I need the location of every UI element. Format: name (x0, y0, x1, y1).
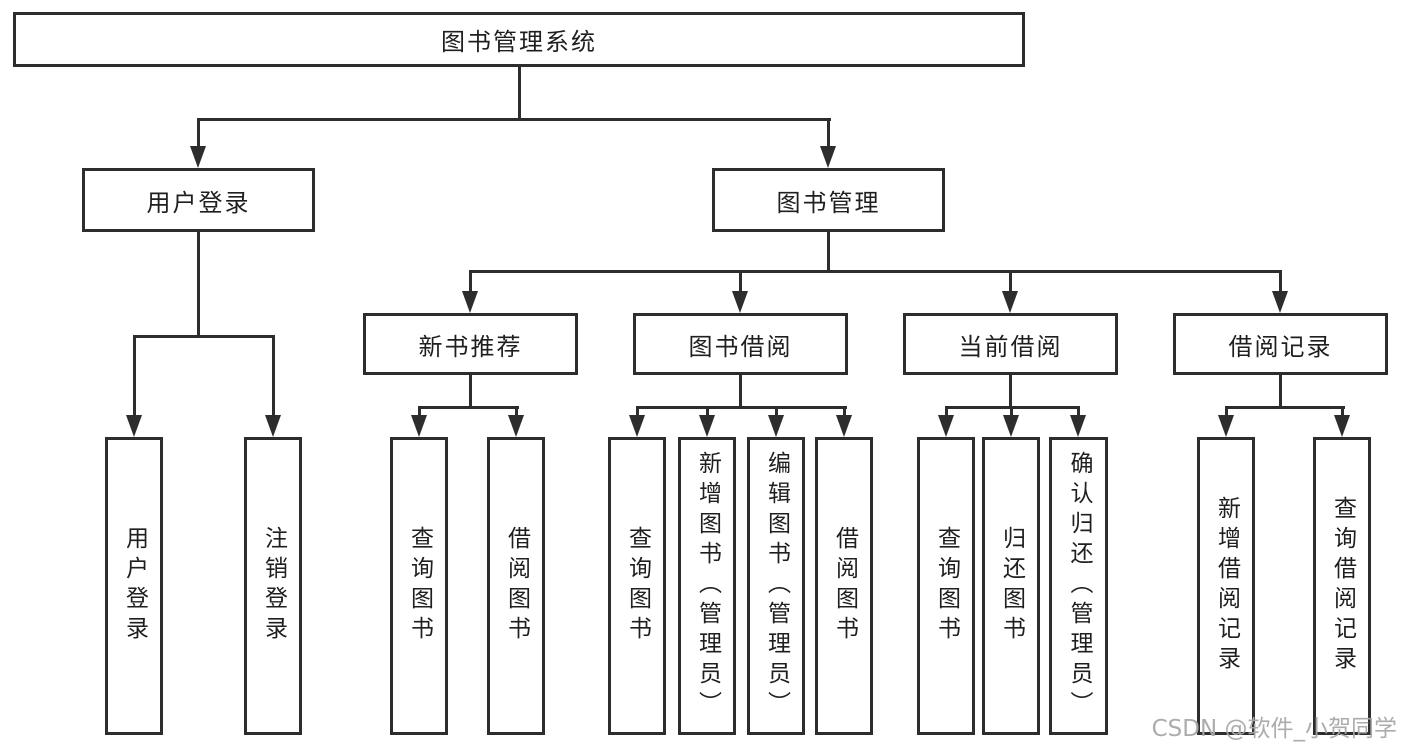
node-leaf-bb-query-books-label: 查询图书 (624, 526, 651, 646)
node-new-book-recommend: 新书推荐 (363, 313, 578, 375)
node-borrow-records: 借阅记录 (1173, 313, 1388, 375)
node-book-borrow: 图书借阅 (633, 313, 848, 375)
edge-br-stem (1279, 373, 1282, 408)
node-leaf-br-add-record: 新增借阅记录 (1197, 437, 1255, 735)
node-leaf-cb-confirm-return-label: 确认归还（管理员） (1066, 451, 1092, 721)
node-leaf-logout-label: 注销登录 (260, 526, 287, 646)
arrow-to-br-add (1218, 415, 1234, 437)
node-root-label: 图书管理系统 (441, 28, 597, 56)
node-leaf-rec-query-books: 查询图书 (390, 437, 448, 735)
edge-bookmgmt-stem (827, 230, 830, 272)
csdn-watermark: CSDN @软件_小贺同学 (1151, 716, 1397, 742)
node-book-borrow-label: 图书借阅 (688, 332, 793, 361)
node-leaf-logout: 注销登录 (244, 437, 302, 735)
arrow-to-current-borrow (1002, 291, 1018, 313)
node-user-login-label: 用户登录 (146, 188, 251, 217)
node-leaf-cb-return-books: 归还图书 (982, 437, 1040, 735)
arrow-to-user-login (190, 146, 206, 168)
edge-bb-drop3 (775, 406, 778, 418)
arrow-to-bb-add (699, 415, 715, 437)
node-leaf-rec-query-books-label: 查询图书 (406, 526, 433, 646)
node-current-borrow: 当前借阅 (903, 313, 1118, 375)
node-leaf-bb-edit-books: 编辑图书（管理员） (747, 437, 805, 735)
edge-userlogin-stem (197, 230, 200, 338)
node-leaf-rec-borrow-books: 借阅图书 (487, 437, 545, 735)
edge-cb-drop3 (1077, 406, 1080, 418)
edge-root-drop-left (197, 118, 200, 150)
node-leaf-br-query-record-label: 查询借阅记录 (1329, 496, 1356, 676)
edge-rec-stem (469, 373, 472, 408)
edge-userlogin-drop1 (133, 335, 136, 418)
node-leaf-rec-borrow-books-label: 借阅图书 (503, 526, 530, 646)
edge-bb-drop2 (706, 406, 709, 418)
arrow-to-bb-borrow (836, 415, 852, 437)
node-book-management: 图书管理 (712, 168, 945, 232)
node-leaf-br-add-record-label: 新增借阅记录 (1213, 496, 1240, 676)
node-current-borrow-label: 当前借阅 (958, 332, 1063, 361)
node-new-book-recommend-label: 新书推荐 (418, 332, 523, 361)
edge-bb-drop4 (843, 406, 846, 418)
node-leaf-bb-add-books-label: 新增图书（管理员） (694, 451, 721, 721)
node-leaf-user-login-label: 用户登录 (121, 526, 148, 646)
node-borrow-records-label: 借阅记录 (1228, 332, 1333, 361)
edge-bookmgmt-bar (469, 270, 1282, 273)
node-leaf-cb-query-books-label: 查询图书 (933, 526, 960, 646)
arrow-to-new-book-recommend (462, 291, 478, 313)
node-user-login: 用户登录 (82, 168, 315, 232)
arrow-to-cb-query (938, 415, 954, 437)
edge-cb-drop2 (1010, 406, 1013, 418)
edge-bb-stem (739, 373, 742, 408)
edge-bookmgmt-drop4 (1279, 270, 1282, 295)
edge-bookmgmt-drop3 (1009, 270, 1012, 295)
node-leaf-bb-query-books: 查询图书 (608, 437, 666, 735)
edge-bb-bar (636, 406, 847, 409)
edge-cb-drop1 (945, 406, 948, 418)
node-leaf-cb-confirm-return: 确认归还（管理员） (1049, 437, 1108, 735)
node-leaf-bb-borrow-books: 借阅图书 (815, 437, 873, 735)
edge-root-stem (518, 65, 521, 121)
edge-bookmgmt-drop1 (469, 270, 472, 295)
node-leaf-br-query-record: 查询借阅记录 (1313, 437, 1371, 735)
edge-br-bar (1225, 406, 1345, 409)
edge-root-bar (197, 118, 831, 121)
edge-rec-drop1 (418, 406, 421, 418)
node-book-management-label: 图书管理 (776, 188, 881, 217)
edge-userlogin-drop2 (272, 335, 275, 418)
arrow-to-bb-query (629, 415, 645, 437)
node-root: 图书管理系统 (13, 12, 1025, 67)
edge-root-drop-right (827, 118, 830, 150)
edge-rec-bar (418, 406, 519, 409)
edge-bookmgmt-drop2 (739, 270, 742, 295)
arrow-to-book-borrow (732, 291, 748, 313)
arrow-to-leaf-logout (265, 415, 281, 437)
edge-br-drop2 (1341, 406, 1344, 418)
arrow-to-bb-edit (768, 415, 784, 437)
arrow-to-br-query (1334, 415, 1350, 437)
arrow-to-rec-query (411, 415, 427, 437)
edge-rec-drop2 (515, 406, 518, 418)
arrow-to-cb-confirm (1070, 415, 1086, 437)
arrow-to-leaf-user-login (126, 415, 142, 437)
edge-br-drop1 (1225, 406, 1228, 418)
edge-cb-stem (1009, 373, 1012, 408)
edge-bb-drop1 (636, 406, 639, 418)
edge-userlogin-bar (133, 335, 275, 338)
node-leaf-bb-edit-books-label: 编辑图书（管理员） (763, 451, 790, 721)
arrow-to-cb-return (1003, 415, 1019, 437)
node-leaf-cb-return-books-label: 归还图书 (998, 526, 1025, 646)
node-leaf-bb-borrow-books-label: 借阅图书 (831, 526, 858, 646)
node-leaf-user-login: 用户登录 (105, 437, 163, 735)
node-leaf-bb-add-books: 新增图书（管理员） (678, 437, 736, 735)
arrow-to-rec-borrow (508, 415, 524, 437)
arrow-to-book-management (820, 146, 836, 168)
node-leaf-cb-query-books: 查询图书 (917, 437, 975, 735)
arrow-to-borrow-records (1272, 291, 1288, 313)
